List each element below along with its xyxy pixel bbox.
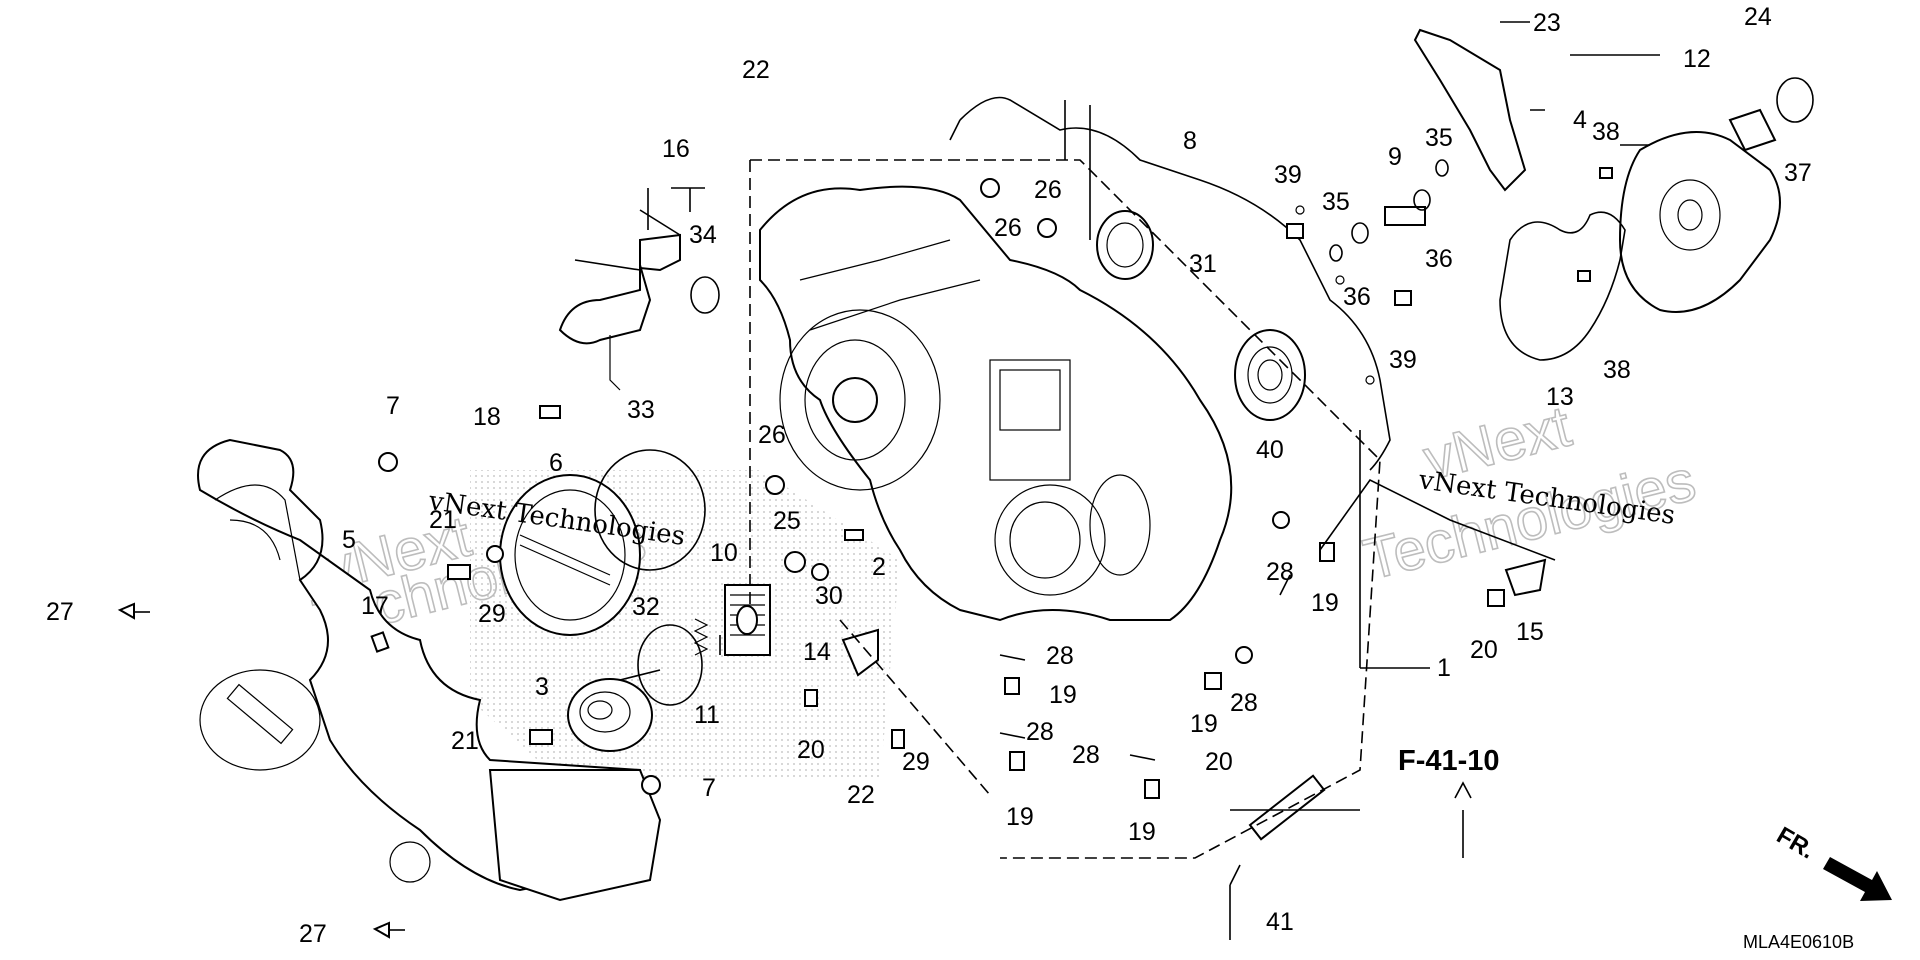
callout-23: 23 [1533, 9, 1561, 37]
callout-7b: 7 [702, 774, 716, 802]
callout-32: 32 [632, 593, 660, 621]
front-direction-indicator: FR. [1772, 822, 1892, 901]
callout-38b: 38 [1603, 356, 1631, 384]
callout-39a: 39 [1274, 161, 1302, 189]
bearing [1234, 329, 1306, 421]
callout-1: 1 [1437, 654, 1451, 682]
callout-2: 2 [872, 553, 886, 581]
o-ring-33 [594, 449, 706, 571]
callout-28a: 28 [1266, 558, 1294, 586]
assembly-lines [749, 159, 1381, 859]
spring [693, 618, 709, 656]
svg-text:FR.: FR. [1772, 822, 1819, 865]
lower-guard [488, 769, 662, 902]
callout-34: 34 [689, 221, 717, 249]
callout-labels: 1 2 3 4 5 6 7 7 8 9 10 11 12 13 14 15 16… [46, 3, 1812, 948]
callout-36a: 36 [1343, 283, 1371, 311]
callout-25: 25 [773, 507, 801, 535]
callout-27b: 27 [299, 920, 327, 948]
callout-19b: 19 [1049, 681, 1077, 709]
callout-22b: 22 [847, 781, 875, 809]
diagram-code: MLA4E0610B [1743, 932, 1854, 952]
callout-18: 18 [473, 403, 501, 431]
leader-lines [574, 21, 1660, 940]
callout-26b: 26 [994, 214, 1022, 242]
callout-8: 8 [1183, 127, 1197, 155]
callout-28c: 28 [1026, 718, 1054, 746]
fasteners-center [765, 178, 1547, 799]
callout-24: 24 [1744, 3, 1772, 31]
callout-35a: 35 [1322, 188, 1350, 216]
callout-37: 37 [1784, 159, 1812, 187]
callout-17: 17 [361, 592, 389, 620]
callout-26c: 26 [758, 421, 786, 449]
callout-28d: 28 [1072, 741, 1100, 769]
o-ring-34 [690, 276, 720, 314]
callout-31: 31 [1189, 250, 1217, 278]
shaft-parts [1286, 159, 1613, 306]
callout-27a: 27 [46, 598, 74, 626]
callout-11: 11 [694, 701, 720, 729]
callout-41: 41 [1266, 908, 1294, 936]
callout-19e: 19 [1190, 710, 1218, 738]
oil-seal [1096, 210, 1154, 280]
callout-29a: 29 [478, 600, 506, 628]
callout-10: 10 [710, 539, 738, 567]
callout-28b: 28 [1046, 642, 1074, 670]
callout-13: 13 [1546, 383, 1574, 411]
front-arrow-icon [1823, 857, 1892, 901]
callout-39b: 39 [1389, 346, 1417, 374]
crankcase-cover [759, 185, 1233, 622]
honda-emblem [199, 669, 321, 771]
callout-38a: 38 [1592, 118, 1620, 146]
oil-filter [724, 584, 771, 656]
callout-19d: 19 [1128, 818, 1156, 846]
callout-33: 33 [627, 396, 655, 424]
callout-20c: 20 [1205, 748, 1233, 776]
callout-26a: 26 [1034, 176, 1062, 204]
callout-29b: 29 [902, 748, 930, 776]
callout-15: 15 [1516, 618, 1544, 646]
callout-12: 12 [1683, 45, 1711, 73]
callout-40: 40 [1256, 436, 1284, 464]
dowel [1248, 774, 1326, 841]
callout-19c: 19 [1006, 803, 1034, 831]
sensor [558, 233, 681, 391]
callout-4: 4 [1573, 106, 1587, 134]
callout-9: 9 [1388, 143, 1402, 171]
callout-19a: 19 [1311, 589, 1339, 617]
water-pump [1618, 108, 1781, 313]
callout-5: 5 [342, 526, 356, 554]
callout-30: 30 [815, 582, 843, 610]
pump-gasket [1499, 211, 1626, 361]
callout-22a: 22 [742, 56, 770, 84]
callout-16: 16 [662, 135, 690, 163]
callout-3: 3 [535, 673, 549, 701]
callout-21b: 21 [451, 727, 479, 755]
o-ring-32 [637, 624, 703, 706]
callout-20b: 20 [797, 736, 825, 764]
callout-28e: 28 [1230, 689, 1258, 717]
callout-7a: 7 [386, 392, 400, 420]
reference-label: F-41-10 [1398, 745, 1500, 777]
callout-14: 14 [803, 638, 831, 666]
pump-cover [567, 678, 653, 752]
bracket [1413, 28, 1527, 192]
fasteners-left [117, 405, 661, 939]
callout-36b: 36 [1425, 245, 1453, 273]
callout-6: 6 [549, 449, 563, 477]
gasket [949, 96, 1391, 471]
callout-35b: 35 [1425, 124, 1453, 152]
o-ring-37 [1776, 77, 1814, 123]
callout-20a: 20 [1470, 636, 1498, 664]
callout-21a: 21 [429, 506, 457, 534]
